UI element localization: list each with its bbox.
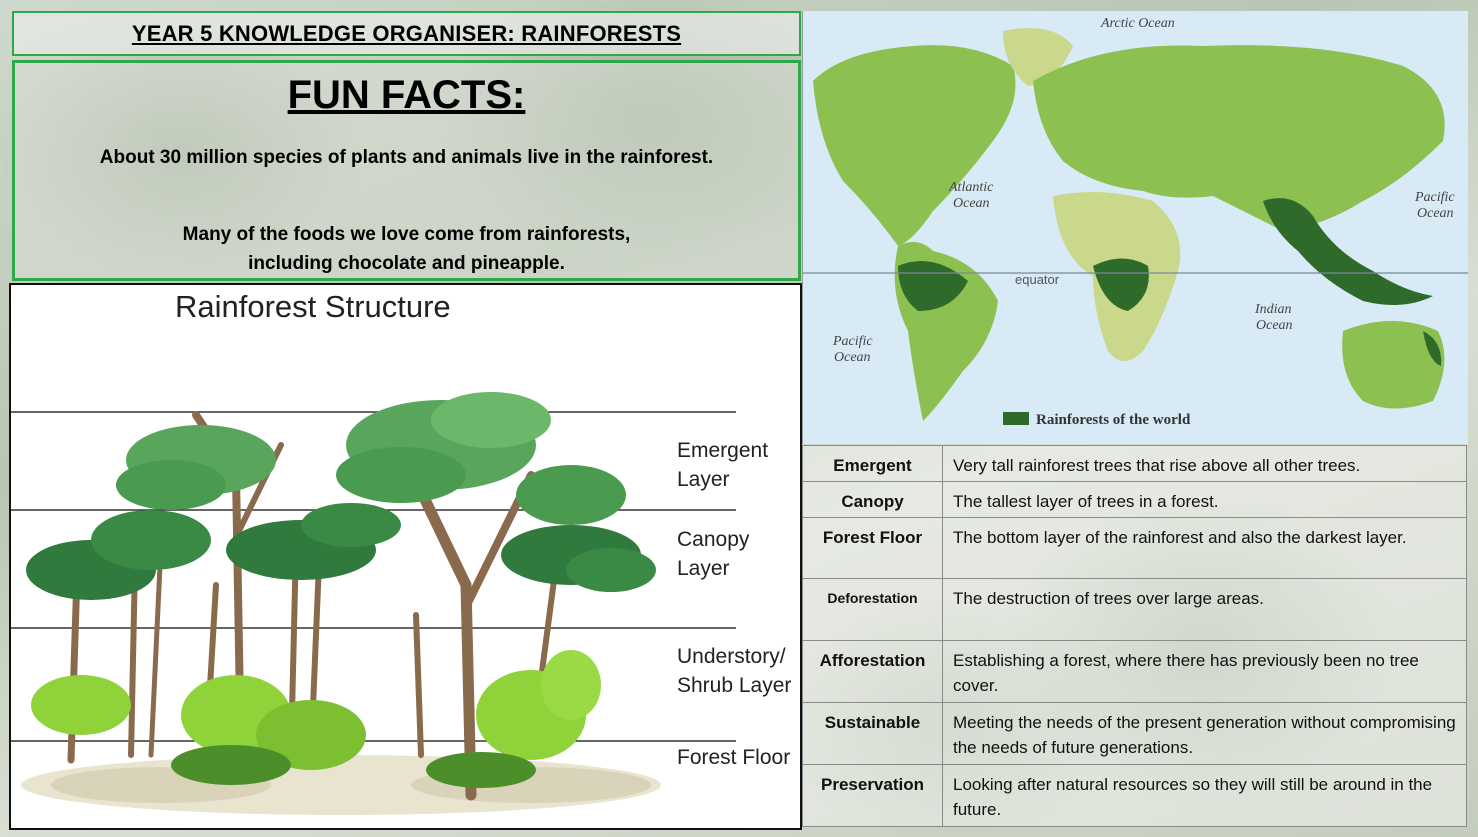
label-indian-2: Ocean: [1256, 318, 1293, 333]
label-equator: equator: [1015, 272, 1060, 287]
table-row: Canopy The tallest layer of trees in a f…: [802, 481, 1467, 518]
glossary-term: Deforestation: [802, 578, 943, 641]
label-understory-1: Understory/: [677, 645, 786, 668]
fun-fact-species: About 30 million species of plants and a…: [99, 147, 714, 168]
legend-label: Rainforests of the world: [1036, 412, 1191, 428]
table-row: Deforestation The destruction of trees o…: [802, 578, 1467, 641]
rainforest-world-map: Arctic Ocean Atlantic Ocean Pacific Ocea…: [802, 11, 1468, 444]
page-title: YEAR 5 KNOWLEDGE ORGANISER: RAINFORESTS: [131, 20, 682, 46]
label-emergent-1: Emergent: [677, 439, 768, 462]
glossary-term: Sustainable: [802, 702, 943, 765]
layer-labels: Emergent Layer Canopy Layer Understory/ …: [677, 439, 791, 769]
table-row: Forest Floor The bottom layer of the rai…: [802, 517, 1467, 579]
congo-rainforest: [1093, 258, 1149, 311]
glossary-term: Forest Floor: [802, 517, 943, 579]
southeast-asia-rainforest: [1263, 198, 1433, 305]
australia-rainforest: [1423, 331, 1442, 366]
label-understory-2: Shrub Layer: [677, 674, 791, 697]
ocean-labels: Arctic Ocean Atlantic Ocean Pacific Ocea…: [832, 16, 1455, 365]
label-atlantic-1: Atlantic: [948, 180, 994, 195]
glossary-definition: Meeting the needs of the present generat…: [942, 702, 1467, 765]
emergent-crowns: [116, 392, 626, 525]
label-canopy-1: Canopy: [677, 528, 750, 551]
label-pacific-left-2: Ocean: [834, 350, 871, 365]
glossary-term: Preservation: [802, 764, 943, 827]
label-pacific-right-2: Ocean: [1417, 206, 1454, 221]
glossary-term: Canopy: [802, 481, 943, 518]
label-arctic-ocean: Arctic Ocean: [1100, 16, 1175, 31]
table-row: Sustainable Meeting the needs of the pre…: [802, 702, 1467, 765]
understory-shrubs: [31, 650, 601, 770]
label-emergent-2: Layer: [677, 468, 730, 491]
floor-plants: [171, 745, 536, 788]
structure-illustration: Rainforest Structure: [11, 289, 791, 815]
australia: [1342, 321, 1445, 409]
fun-fact-foods: Many of the foods we love come from rain…: [15, 220, 798, 278]
world-map-illustration: Arctic Ocean Atlantic Ocean Pacific Ocea…: [803, 11, 1468, 444]
label-atlantic-2: Ocean: [953, 196, 990, 211]
canopy-crowns: [26, 503, 656, 600]
rainforest-structure-diagram: Rainforest Structure: [9, 283, 802, 830]
glossary-term: Emergent: [802, 445, 943, 482]
label-forest-floor: Forest Floor: [677, 746, 790, 769]
north-america: [813, 45, 1016, 246]
glossary-definition: Very tall rainforest trees that rise abo…: [942, 445, 1467, 482]
glossary-table: Emergent Very tall rainforest trees that…: [802, 445, 1467, 827]
table-row: Emergent Very tall rainforest trees that…: [802, 445, 1467, 482]
label-indian-1: Indian: [1254, 302, 1292, 317]
label-pacific-left-1: Pacific: [832, 334, 873, 349]
title-banner: YEAR 5 KNOWLEDGE ORGANISER: RAINFORESTS: [12, 11, 801, 56]
label-canopy-2: Layer: [677, 557, 730, 580]
fun-fact-foods-line-1: Many of the foods we love come from rain…: [182, 224, 631, 245]
glossary-term: Afforestation: [802, 640, 943, 703]
table-row: Preservation Looking after natural resou…: [802, 764, 1467, 827]
legend-swatch: [1003, 412, 1029, 425]
glossary-definition: Establishing a forest, where there has p…: [942, 640, 1467, 703]
glossary-definition: Looking after natural resources so they …: [942, 764, 1467, 827]
table-row: Afforestation Establishing a forest, whe…: [802, 640, 1467, 703]
structure-title: Rainforest Structure: [175, 289, 451, 324]
glossary-definition: The bottom layer of the rainforest and a…: [942, 517, 1467, 579]
fun-facts-heading: FUN FACTS:: [287, 73, 526, 117]
eurasia: [1033, 45, 1445, 231]
glossary-definition: The tallest layer of trees in a forest.: [942, 481, 1467, 518]
fun-facts-panel: FUN FACTS: About 30 million species of p…: [12, 60, 801, 281]
fun-fact-foods-line-2: including chocolate and pineapple.: [248, 253, 565, 274]
glossary-definition: The destruction of trees over large area…: [942, 578, 1467, 641]
label-pacific-right-1: Pacific: [1414, 190, 1455, 205]
